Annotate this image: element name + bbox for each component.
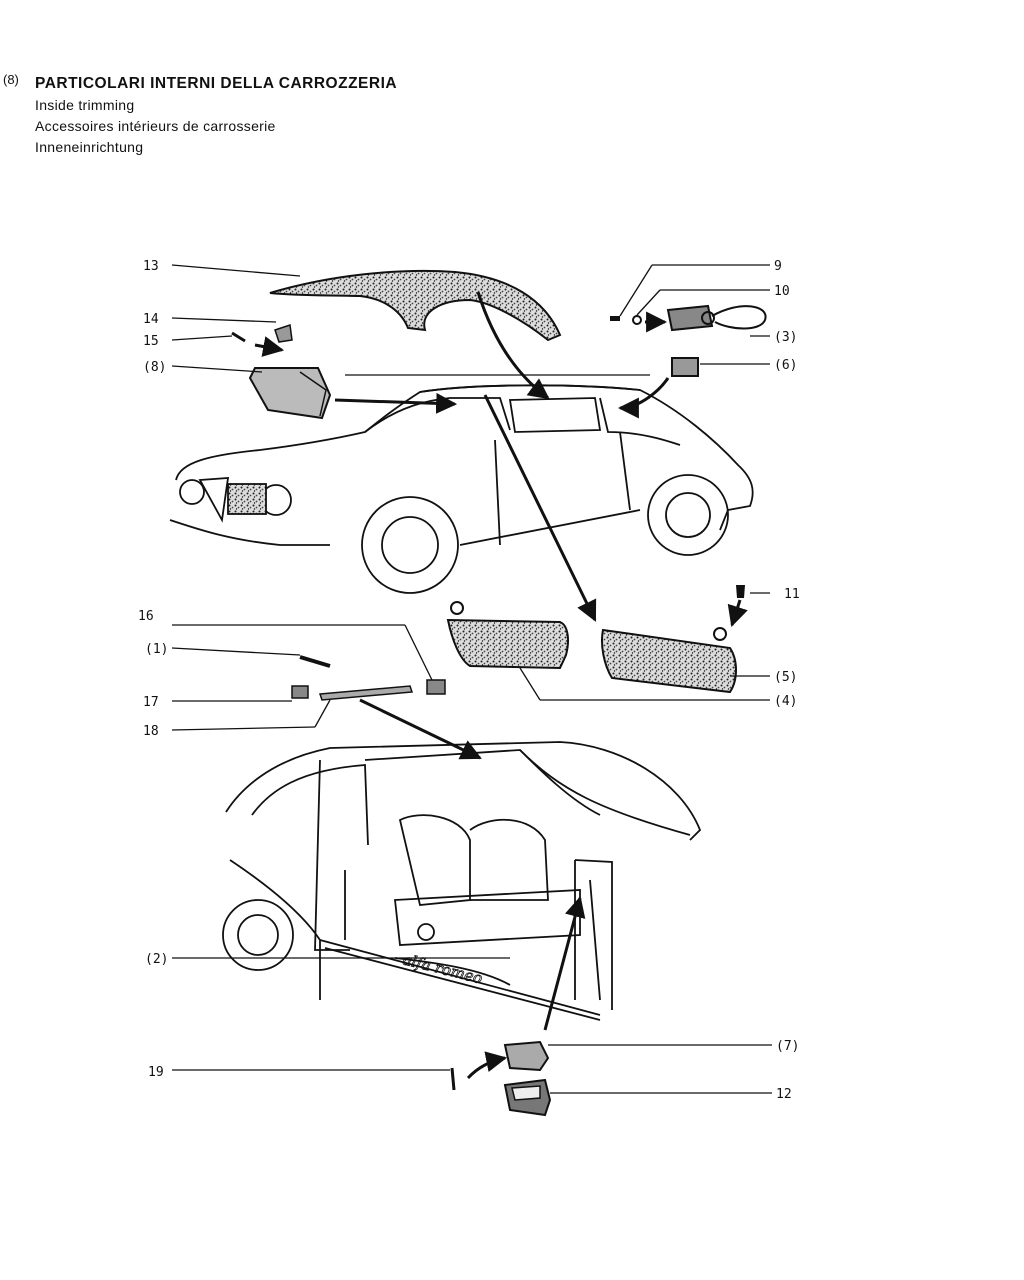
callout-8: (8) [143,360,166,375]
section-number: (8) [3,72,19,87]
mirror-bracket-parts [231,324,332,420]
title-german: Inneneinrichtung [35,139,144,155]
callout-2: (2) [145,952,168,967]
callout-5: (5) [774,670,797,685]
callout-17: 17 [143,695,159,710]
dome-light-parts [610,304,767,377]
grab-handle-parts [291,655,446,701]
ashtray-parts [450,1040,552,1117]
title-italian: PARTICOLARI INTERNI DELLA CARROZZERIA [35,75,398,92]
callout-18: 18 [143,724,159,739]
title-english: Inside trimming [35,97,135,113]
callout-6: (6) [774,358,797,373]
leader-lines [171,264,772,1094]
callout-15: 15 [143,334,159,349]
title-french: Accessoires intérieurs de carrosserie [35,118,276,134]
callout-14: 14 [143,312,159,327]
callout-9: 9 [774,259,782,274]
callout-16: 16 [138,609,154,624]
callout-3: (3) [774,330,797,345]
callout-19: 19 [148,1065,164,1080]
car-interior-view [222,741,702,1021]
headliner-part [269,269,562,342]
callout-7: (7) [776,1039,799,1054]
callout-12: 12 [776,1087,792,1102]
callout-4: (4) [774,694,797,709]
assembly-arrows [254,291,748,1080]
callout-13: 13 [143,259,159,274]
callout-10: 10 [774,284,790,299]
callout-labels: 13 14 15 (8) 9 10 (3) (6) 11 (5) (4) 16 … [138,259,800,1102]
callout-1: (1) [145,642,168,657]
car-exterior-view [169,384,754,594]
callout-11: 11 [784,587,800,602]
sill-plate-lettering: alfa romeo [401,950,484,987]
sun-visor-parts [446,585,745,694]
